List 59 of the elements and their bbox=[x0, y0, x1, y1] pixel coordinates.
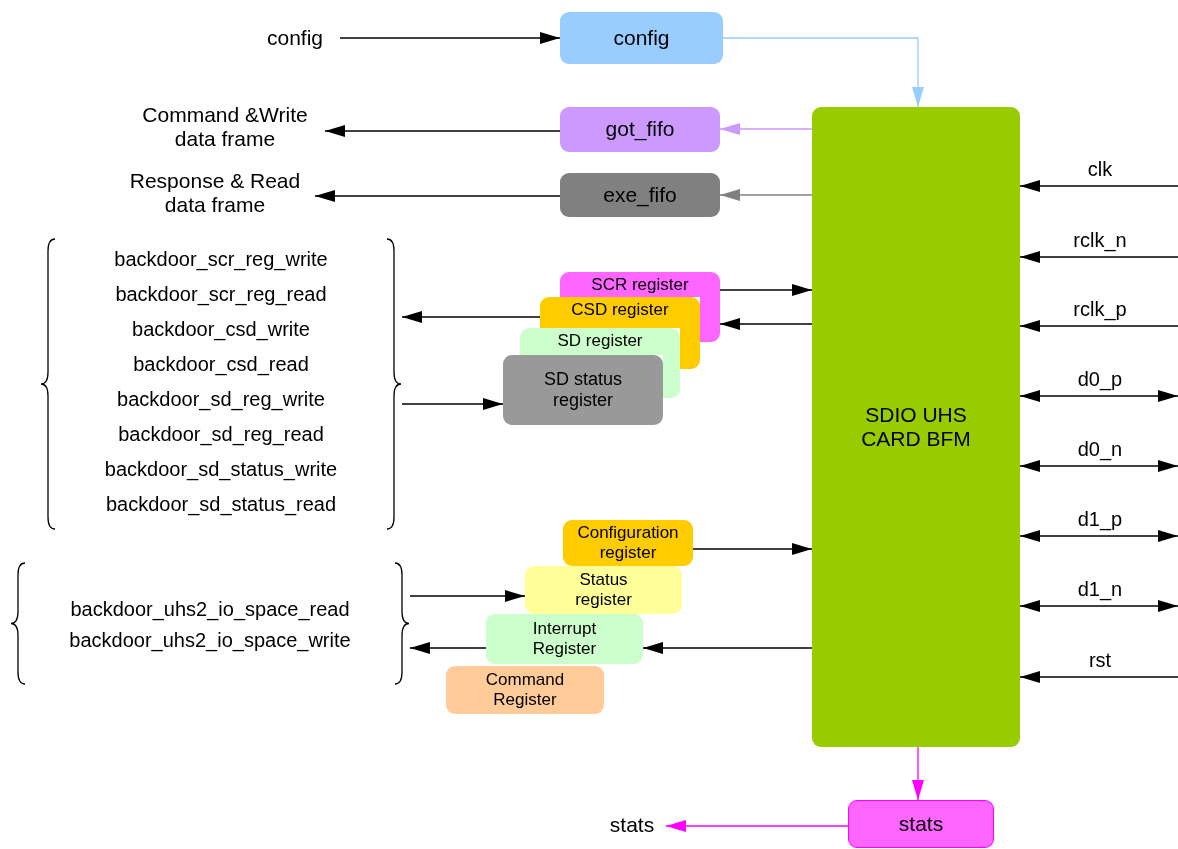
arrow bbox=[401, 398, 504, 410]
register-box: Command Register bbox=[446, 666, 604, 714]
fifo-box: got_fifo bbox=[560, 107, 720, 152]
arrow bbox=[324, 125, 561, 137]
arrow bbox=[1019, 600, 1178, 612]
arrow bbox=[1019, 320, 1178, 332]
arrow bbox=[719, 123, 813, 135]
signal-label: d0_p bbox=[1076, 368, 1124, 391]
register-box: SD status register bbox=[503, 355, 663, 425]
method-name: backdoor_csd_write bbox=[131, 317, 311, 343]
arrow bbox=[692, 543, 813, 555]
bfm-block: SDIO UHS CARD BFM bbox=[812, 107, 1020, 747]
output-label: stats bbox=[598, 810, 666, 840]
arrow bbox=[1019, 671, 1178, 683]
arrow bbox=[1019, 390, 1178, 402]
arrow bbox=[719, 318, 813, 330]
signal-label: d0_n bbox=[1076, 438, 1124, 461]
arrow bbox=[401, 311, 541, 323]
register-box: Configuration register bbox=[563, 520, 693, 566]
arrow bbox=[339, 32, 561, 44]
register-box: Interrupt Register bbox=[486, 614, 643, 664]
input-label: config bbox=[250, 22, 340, 54]
config-box: config bbox=[560, 12, 723, 64]
arrow bbox=[409, 590, 526, 602]
arrow bbox=[1019, 251, 1178, 263]
method-name: backdoor_uhs2_io_space_read bbox=[69, 597, 351, 623]
signal-label: clk bbox=[1086, 158, 1114, 181]
method-name: backdoor_sd_status_read bbox=[104, 492, 338, 518]
output-label: Command &Write data frame bbox=[125, 98, 325, 156]
arrow bbox=[722, 37, 924, 108]
register-box: SCR register bbox=[560, 272, 720, 297]
arrow bbox=[1019, 530, 1178, 542]
arrow bbox=[314, 190, 561, 202]
output-label: Response & Read data frame bbox=[115, 164, 315, 222]
method-name: backdoor_uhs2_io_space_write bbox=[68, 628, 352, 654]
arrow bbox=[665, 820, 849, 832]
fifo-box: exe_fifo bbox=[560, 173, 720, 217]
arrow bbox=[719, 284, 813, 296]
arrow bbox=[719, 189, 813, 201]
signal-label: d1_n bbox=[1076, 578, 1124, 601]
arrow bbox=[912, 746, 924, 801]
register-box: SD register bbox=[520, 328, 680, 355]
arrow bbox=[409, 642, 487, 654]
register-box: Status register bbox=[525, 566, 682, 614]
method-name: backdoor_sd_status_write bbox=[103, 457, 339, 483]
signal-label: d1_p bbox=[1076, 508, 1124, 531]
signal-label: rclk_p bbox=[1072, 298, 1128, 321]
method-name: backdoor_scr_reg_write bbox=[113, 247, 329, 273]
arrow bbox=[1019, 460, 1178, 472]
stats-box: stats bbox=[848, 800, 994, 848]
signal-label: rclk_n bbox=[1072, 229, 1128, 252]
method-name: backdoor_csd_read bbox=[132, 352, 310, 378]
register-box: CSD register bbox=[540, 297, 700, 328]
signal-label: rst bbox=[1087, 649, 1113, 672]
arrow bbox=[642, 642, 813, 654]
method-name: backdoor_sd_reg_read bbox=[117, 422, 325, 448]
arrow bbox=[1019, 180, 1178, 192]
method-name: backdoor_scr_reg_read bbox=[114, 282, 328, 308]
method-name: backdoor_sd_reg_write bbox=[116, 387, 326, 413]
